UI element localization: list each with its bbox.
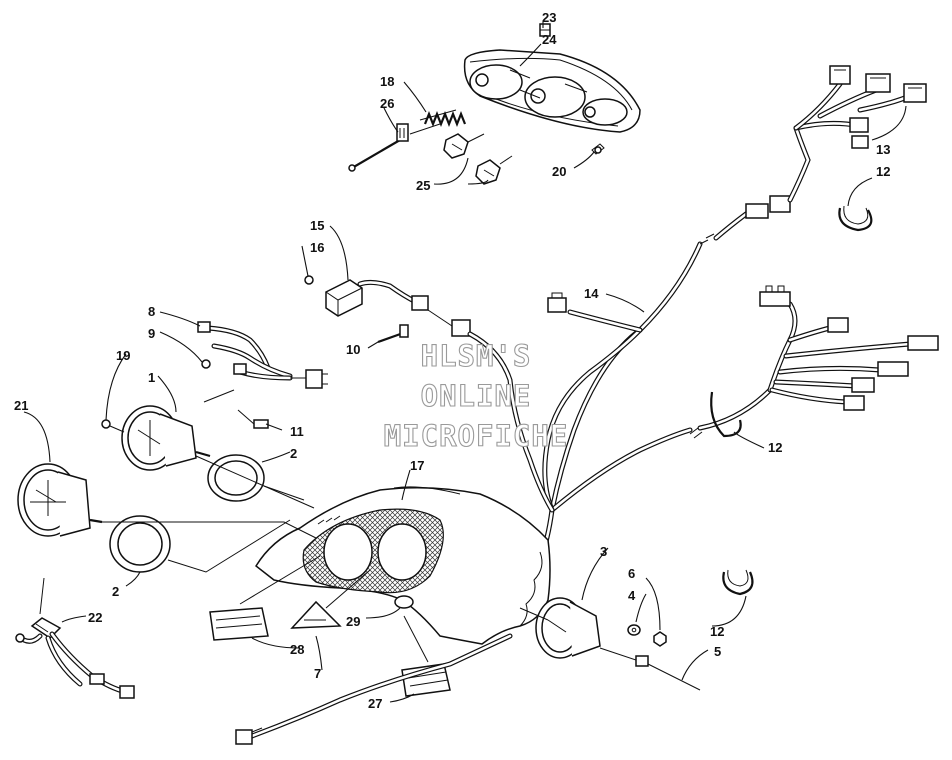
speedometer <box>17 463 103 537</box>
switch-module <box>325 279 555 513</box>
decal-triangle <box>290 600 342 629</box>
callout-15: 15 <box>310 218 324 233</box>
sender-wire <box>599 647 701 691</box>
callout-6: 6 <box>628 566 635 581</box>
callout-leaders <box>23 22 907 703</box>
callout-17: 17 <box>410 458 424 473</box>
watermark-line-1: HLSM'S <box>421 339 532 373</box>
bolt <box>377 324 409 344</box>
sub-harness-right <box>759 285 939 411</box>
panel-lead-wire <box>235 633 513 745</box>
cable-tie-lower <box>722 569 754 596</box>
callout-9: 9 <box>148 326 155 341</box>
callout-1: 1 <box>148 370 155 385</box>
callout-24: 24 <box>542 32 557 47</box>
callout-12-lower: 12 <box>710 624 724 639</box>
callout-10: 10 <box>346 342 360 357</box>
clip <box>539 23 551 37</box>
callout-13: 13 <box>876 142 890 157</box>
callout-8: 8 <box>148 304 155 319</box>
callout-12-middle: 12 <box>768 440 782 455</box>
gauge-bezel-left <box>109 515 171 573</box>
screw <box>304 275 314 285</box>
callout-19: 19 <box>116 348 130 363</box>
main-wiring-harness <box>507 211 773 588</box>
callout-14: 14 <box>584 286 599 301</box>
tachometer <box>101 405 211 471</box>
cable-tie-upper <box>838 205 873 232</box>
instrument-panel <box>255 486 551 645</box>
panel-grommet <box>394 595 414 609</box>
callout-7: 7 <box>314 666 321 681</box>
callout-3: 3 <box>600 544 607 559</box>
callout-27: 27 <box>368 696 382 711</box>
callout-22: 22 <box>88 610 102 625</box>
watermark: HLSM'S ONLINE MICROFICHE <box>383 338 569 453</box>
harness-connector <box>547 195 791 313</box>
bulb <box>591 143 605 155</box>
callout-16: 16 <box>310 240 324 255</box>
callout-21: 21 <box>14 398 28 413</box>
callout-numbers: 23 24 18 26 25 20 13 12 15 16 10 14 8 9 … <box>14 10 890 711</box>
callout-11: 11 <box>290 424 304 439</box>
washer <box>627 624 641 636</box>
nut <box>653 631 667 647</box>
callout-28: 28 <box>290 642 304 657</box>
callout-18: 18 <box>380 74 394 89</box>
decal-warning <box>209 607 269 641</box>
callout-5: 5 <box>714 644 721 659</box>
callout-12-upper: 12 <box>876 164 890 179</box>
bulb-socket-upper <box>443 133 485 159</box>
indicator-bulb <box>237 409 269 429</box>
watermark-line-3: MICROFICHE <box>384 419 569 453</box>
watermark-line-2: ONLINE <box>421 379 532 413</box>
callout-2-lower: 2 <box>112 584 119 599</box>
assembly-lines <box>39 109 457 663</box>
callout-20: 20 <box>552 164 566 179</box>
indicator-harness <box>197 321 328 389</box>
bulb-socket-lower <box>475 155 513 185</box>
spring <box>423 111 467 127</box>
cable-tie-middle <box>710 391 742 438</box>
adjuster-screw <box>348 123 409 172</box>
callout-29: 29 <box>346 614 360 629</box>
callout-4: 4 <box>628 588 636 603</box>
callout-2-upper: 2 <box>290 446 297 461</box>
headlight-assembly <box>463 49 641 133</box>
callout-25: 25 <box>416 178 430 193</box>
gauge-bezel-right <box>207 454 265 502</box>
fuel-gauge <box>519 597 601 659</box>
speedometer-plug-harness <box>15 617 135 699</box>
callout-23: 23 <box>542 10 556 25</box>
sub-harness-upper <box>787 65 927 203</box>
callout-26: 26 <box>380 96 394 111</box>
